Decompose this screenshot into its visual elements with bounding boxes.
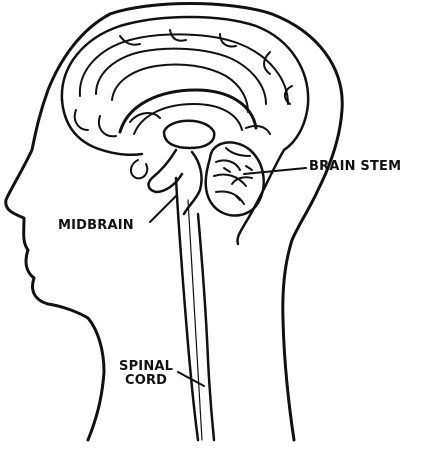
midbrain-pointer — [150, 196, 176, 222]
corpus-callosum — [120, 90, 256, 132]
brain-stem-label: BRAIN STEM — [309, 160, 401, 174]
cerebrum-outline — [62, 17, 308, 150]
corpus-callosum-inner — [134, 104, 242, 134]
cerebrum-lower-outline — [62, 100, 142, 155]
midbrain-label: MIDBRAIN — [58, 219, 134, 233]
spinal-cord-label-line1: SPINAL — [119, 360, 173, 374]
spinal-cord-label: SPINAL CORD — [119, 360, 173, 388]
pons — [184, 152, 202, 214]
thalamus — [164, 121, 214, 148]
spinal-cord-label-line2: CORD — [119, 374, 173, 388]
pituitary — [131, 160, 147, 178]
